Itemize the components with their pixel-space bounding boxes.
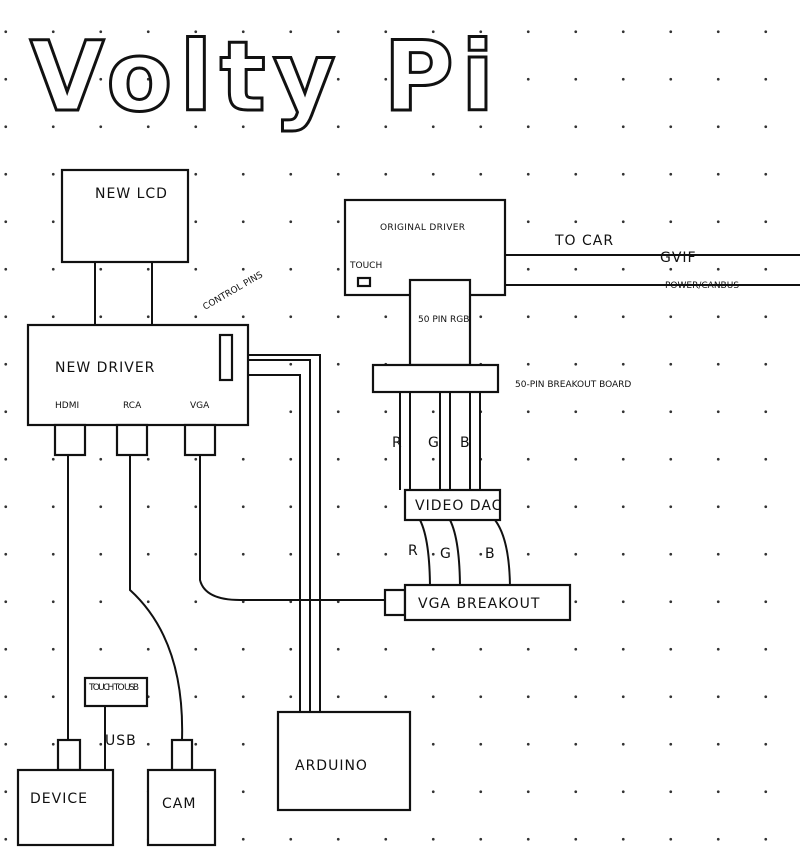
wire-b-label: B	[460, 435, 471, 451]
power-canbus-label: POWER/CANBUS	[665, 281, 739, 291]
new-lcd-block	[60, 168, 190, 264]
vga-breakout-label: VGA BREAKOUT	[418, 596, 540, 612]
port-vga-label: VGA	[190, 401, 210, 411]
wire-r2-label: R	[408, 543, 419, 559]
port-rca-label: RCA	[123, 401, 142, 411]
breakout-board-block	[371, 363, 500, 394]
arduino-block	[276, 710, 412, 812]
new-driver-label: NEW DRIVER	[55, 360, 155, 376]
video-dac-block	[403, 488, 502, 522]
arduino-label: ARDUINO	[295, 758, 368, 774]
device-connector	[56, 738, 82, 772]
cam-label: CAM	[162, 796, 196, 812]
control-pins-header	[218, 333, 234, 382]
control-pins-label: CONTROL PINS	[202, 270, 266, 312]
wires	[67, 254, 800, 770]
wire-g-label: G	[428, 435, 440, 451]
new-lcd-label: NEW LCD	[95, 186, 168, 202]
usb-label: USB	[105, 733, 137, 749]
original-driver-label: ORIGINAL DRIVER	[380, 223, 465, 233]
cam-block	[146, 768, 217, 847]
vga-breakout-block	[403, 583, 572, 622]
device-label: DEVICE	[30, 791, 88, 807]
device-block	[16, 768, 115, 847]
vga-port	[183, 423, 217, 457]
touch-to-usb-label: TOUCH TO USB	[88, 683, 139, 693]
logo: Volty Pi	[30, 21, 500, 133]
wire-r-label: R	[392, 435, 403, 451]
gvif-label: GVIF	[660, 250, 697, 266]
touch-connector	[356, 276, 372, 288]
vga-connector	[383, 588, 407, 617]
wire-g2-label: G	[440, 546, 452, 562]
hdmi-port	[53, 423, 87, 457]
breakout-board-label: 50-PIN BREAKOUT BOARD	[515, 380, 631, 390]
to-car-label: TO CAR	[554, 233, 614, 249]
rca-port	[115, 423, 149, 457]
touch-to-usb-block	[83, 676, 149, 708]
rgb-50pin-label: 50 PIN RGB	[418, 315, 469, 325]
wire-b2-label: B	[485, 546, 496, 562]
video-dac-label: VIDEO DAC	[415, 498, 502, 514]
port-hdmi-label: HDMI	[55, 401, 79, 411]
touch-label: TOUCH	[349, 261, 382, 271]
cam-connector	[170, 738, 194, 772]
